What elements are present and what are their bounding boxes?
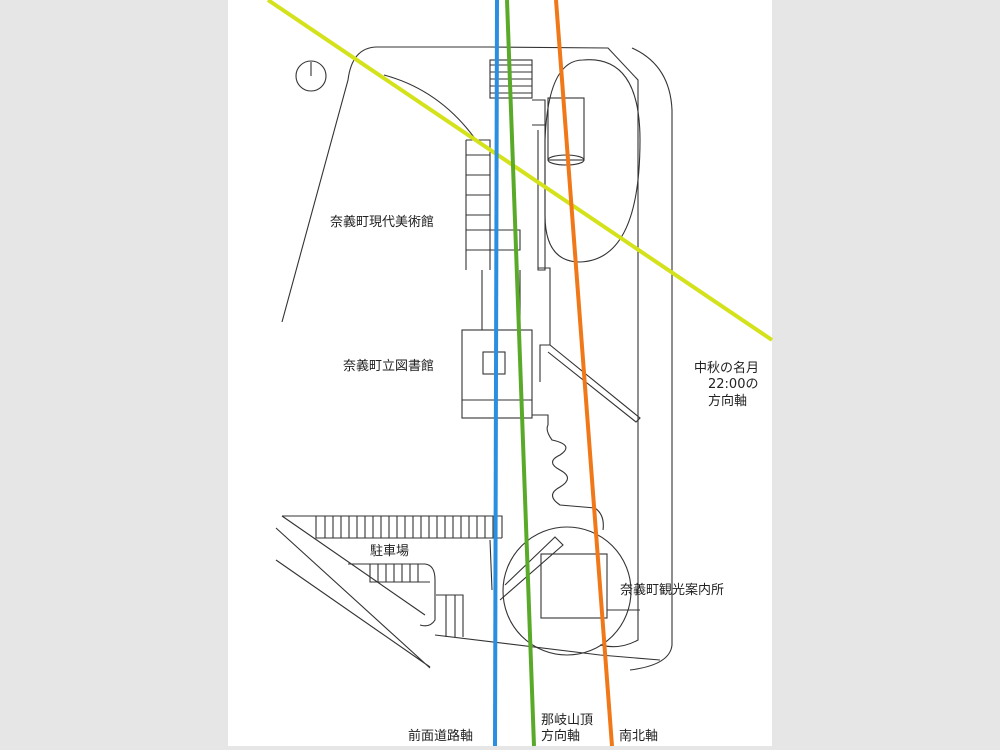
tourist-office: [499, 526, 640, 656]
museum-label: 奈義町現代美術館: [330, 214, 434, 230]
parking-label: 駐車場: [370, 544, 409, 559]
library-building: [461, 267, 641, 531]
road-axis-line: [493, 0, 499, 747]
moon-axis-label-2: 22:00の: [708, 377, 758, 392]
mountain-axis-label-2: 方向軸: [541, 728, 580, 744]
road-axis-label: 前面道路軸: [408, 728, 473, 744]
mountain-axis-label-1: 那岐山頂: [541, 713, 593, 728]
moon-axis-label-1: 中秋の名月: [694, 360, 759, 376]
site-plan-paper: [228, 0, 772, 746]
north-south-axis-line: [554, 0, 614, 747]
mountain-axis-line: [505, 0, 536, 747]
north-arrow-icon: [295, 60, 327, 92]
north-south-axis-label: 南北軸: [619, 728, 658, 744]
moon-axis-label-3: 方向軸: [708, 393, 747, 409]
library-label: 奈義町立図書館: [343, 358, 434, 374]
tourist-office-label: 奈義町観光案内所: [620, 582, 724, 598]
moon-axis-line: [266, 0, 774, 342]
parking-area: [275, 515, 661, 669]
